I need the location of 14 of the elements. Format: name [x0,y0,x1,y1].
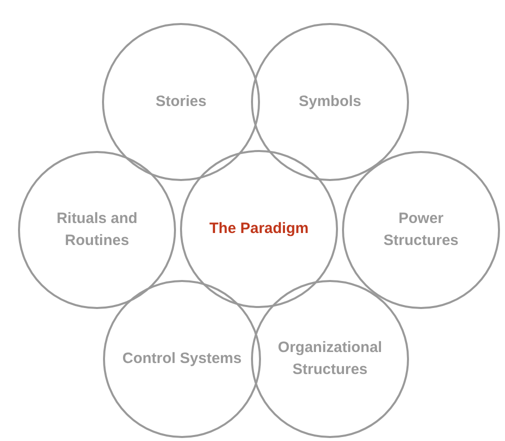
circle-label: Control Systems [122,349,242,369]
circle [103,280,261,438]
circle-label: Organizational Structures [276,338,384,380]
center-label: The Paradigm [208,219,310,239]
circle [251,280,409,438]
circle [18,151,176,309]
circle-label: Symbols [298,92,362,112]
circle [251,23,409,181]
circle [180,150,338,308]
circle-label: Stories [154,92,208,112]
circle-label: Power Structures [382,209,460,251]
circle [342,151,500,309]
circle-label: Rituals and Routines [56,209,138,251]
circle [102,23,260,181]
